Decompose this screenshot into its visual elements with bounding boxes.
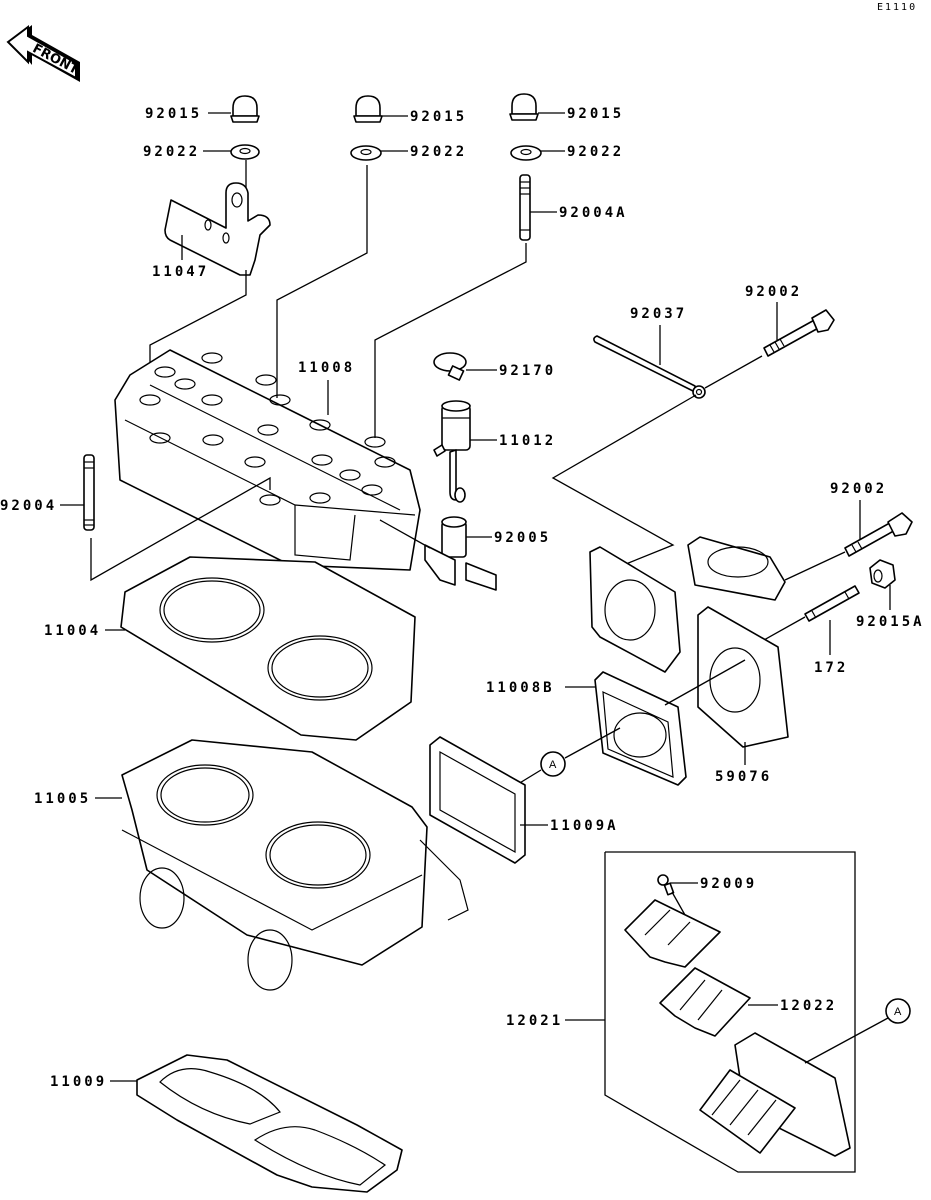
part-screw[interactable]: 92009 — [657, 874, 757, 916]
part-washer-1[interactable]: 92022 — [143, 144, 260, 190]
part-number-92015a: 92015A — [856, 614, 925, 630]
part-number-92004: 92004 — [0, 498, 57, 514]
part-manifold[interactable]: 59076 — [589, 536, 789, 785]
part-nut-92015a[interactable]: 92015A — [856, 559, 925, 630]
part-stud-92004a[interactable]: 92004A — [374, 174, 628, 438]
part-reed[interactable]: 12022 — [659, 967, 837, 1037]
part-number-11005: 11005 — [34, 791, 91, 807]
part-band[interactable]: 92037 — [593, 306, 706, 399]
part-number-92005: 92005 — [494, 530, 551, 546]
part-bracket[interactable]: 11047 — [149, 182, 271, 375]
part-gasket-b[interactable]: 11008B — [486, 659, 746, 786]
part-number-59076: 59076 — [715, 769, 772, 785]
part-number-11008: 11008 — [298, 360, 355, 376]
part-clamp[interactable]: 92170 — [433, 352, 556, 381]
part-number-11012: 11012 — [499, 433, 556, 449]
part-number-172: 172 — [814, 660, 848, 676]
reed-petals-upper — [624, 899, 721, 968]
front-label: FRONT — [30, 41, 81, 78]
part-number-92004a: 92004A — [559, 205, 628, 221]
part-nut-2[interactable]: 92015 — [353, 95, 467, 125]
part-cap[interactable]: 11012 — [433, 400, 556, 503]
part-bolt-1[interactable]: 92002 — [704, 284, 835, 389]
reed-cage — [699, 1032, 851, 1157]
part-number-11047: 11047 — [152, 264, 209, 280]
part-washer-3[interactable]: 92022 — [510, 144, 624, 161]
part-number-92015: 92015 — [567, 106, 624, 122]
part-reed-valve-assy[interactable]: 12021 92009 12022 — [506, 851, 856, 1173]
part-number-92037: 92037 — [630, 306, 687, 322]
part-number-92015: 92015 — [145, 106, 202, 122]
head-bolt-holes — [139, 352, 396, 506]
part-number-92002: 92002 — [830, 481, 887, 497]
part-number-12021: 12021 — [506, 1013, 563, 1029]
part-stud-172[interactable]: 172 — [754, 585, 860, 676]
part-number-12022: 12022 — [780, 998, 837, 1014]
part-head-gasket[interactable]: 11004 — [44, 556, 416, 741]
part-gasket-a[interactable]: 11009A — [429, 736, 619, 864]
front-arrow-icon: FRONT — [6, 25, 81, 82]
part-number-92009: 92009 — [700, 876, 757, 892]
part-number-92022: 92022 — [567, 144, 624, 160]
part-cylinder[interactable]: 11005 — [34, 739, 469, 991]
part-number-92170: 92170 — [499, 363, 556, 379]
part-number-92022: 92022 — [143, 144, 200, 160]
part-bolt-2[interactable]: 92002 — [784, 481, 913, 581]
part-number-11004: 11004 — [44, 623, 101, 639]
svg-text:A: A — [894, 1006, 902, 1018]
part-number-92015: 92015 — [410, 109, 467, 125]
part-nut-3[interactable]: 92015 — [509, 93, 624, 122]
part-number-92002: 92002 — [745, 284, 802, 300]
part-number-92022: 92022 — [410, 144, 467, 160]
diagram-code: E1110 — [877, 2, 917, 13]
part-nut-1[interactable]: 92015 — [145, 95, 260, 123]
svg-text:A: A — [549, 759, 557, 771]
part-number-11008b: 11008B — [486, 680, 555, 696]
reference-marker-a: A — [804, 998, 911, 1064]
part-washer-2[interactable]: 92022 — [276, 144, 467, 398]
part-number-11009: 11009 — [50, 1074, 107, 1090]
part-number-11009a: 11009A — [550, 818, 619, 834]
part-fitting[interactable]: 92005 — [379, 516, 551, 591]
part-cylinder-head[interactable]: 11008 — [114, 349, 421, 571]
part-stud-92004[interactable]: 92004 — [0, 454, 271, 582]
part-base-gasket[interactable]: 11009 — [50, 1054, 403, 1193]
